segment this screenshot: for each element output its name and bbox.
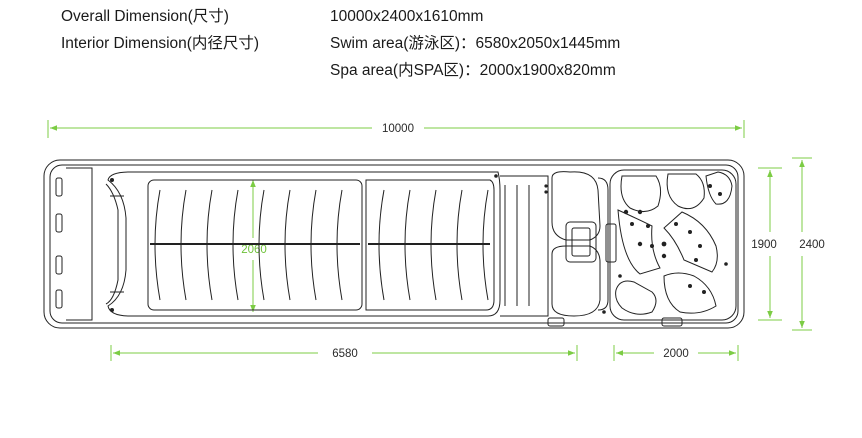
overall-dimension-label: Overall Dimension(尺寸) bbox=[61, 8, 229, 25]
dim-label-overall-width: 2400 bbox=[799, 239, 825, 251]
overall-dimension-value: 10000x2400x1610mm bbox=[330, 8, 484, 25]
swim-jet-arcs bbox=[154, 189, 489, 301]
divider-lounge-seat bbox=[551, 171, 617, 317]
dim-label-overall-length: 10000 bbox=[382, 123, 414, 135]
swim-area bbox=[105, 171, 683, 327]
dimension-lines bbox=[47, 120, 812, 361]
dim-label-spa-width: 1900 bbox=[751, 239, 777, 251]
swim-area-value: Swim area(游泳区)：6580x2050x1445mm bbox=[330, 35, 621, 52]
interior-dimension-label: Interior Dimension(内径尺寸) bbox=[61, 35, 260, 52]
spa-jets bbox=[110, 174, 728, 314]
dim-label-swim-width: 2060 bbox=[241, 244, 267, 256]
spa-area bbox=[609, 169, 737, 321]
dim-label-spa-length: 2000 bbox=[663, 348, 689, 360]
spa-area-value: Spa area(内SPA区)：2000x1900x820mm bbox=[330, 62, 616, 79]
dim-label-swim-length: 6580 bbox=[332, 348, 358, 360]
tub-outline bbox=[43, 159, 745, 329]
